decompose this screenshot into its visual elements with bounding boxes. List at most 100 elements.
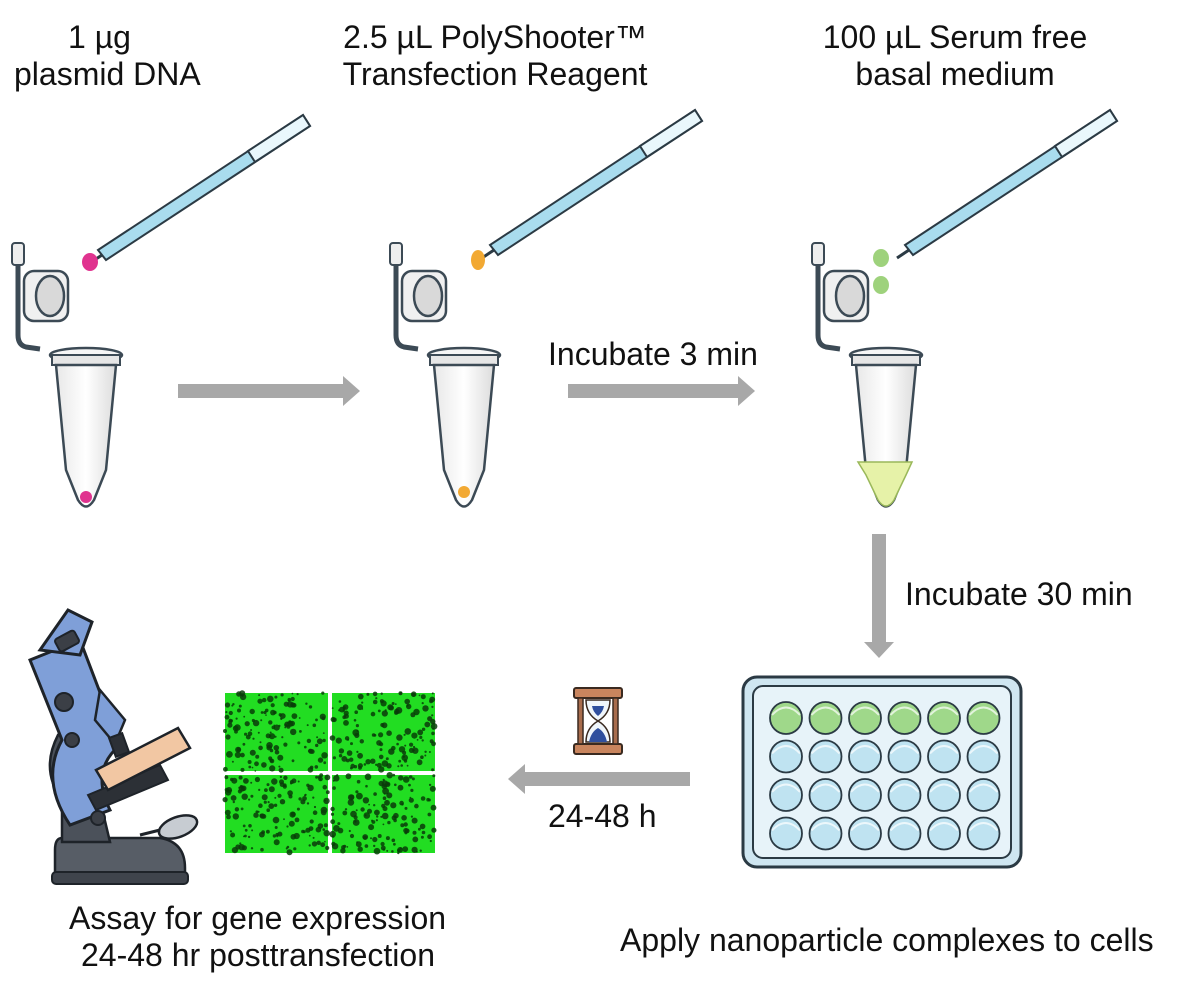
fluorescence-speckle — [378, 732, 384, 738]
fluorescence-speckle — [420, 796, 426, 801]
arrow-reagent-to-medium — [568, 376, 755, 406]
fluorescence-speckle — [286, 825, 289, 828]
plate-well-shine — [850, 783, 880, 793]
fluorescence-speckle — [342, 704, 349, 710]
medium-in-tube — [856, 461, 914, 507]
fluorescence-speckle — [372, 691, 378, 697]
plate-well-shine — [771, 706, 801, 716]
pipette-icon — [88, 113, 312, 265]
fluorescence-speckle — [285, 847, 288, 850]
fluorescence-speckle — [283, 818, 285, 821]
fluorescence-speckle — [320, 842, 326, 848]
fluorescence-speckle — [410, 691, 417, 697]
fluorescence-images — [222, 690, 438, 856]
plate-well-shine — [850, 745, 880, 755]
fluorescence-speckle — [240, 807, 244, 811]
fluorescence-speckle — [248, 824, 252, 828]
fluorescence-speckle — [236, 747, 242, 752]
fluorescence-speckle — [266, 829, 270, 834]
fluorescence-speckle — [375, 697, 378, 700]
fluorescence-speckle — [263, 800, 267, 804]
fluorescence-speckle — [388, 705, 394, 711]
fluorescence-speckle — [247, 835, 251, 839]
fluorescence-speckle — [266, 808, 271, 812]
fluorescence-speckle — [231, 760, 234, 763]
fluorescence-speckle — [376, 815, 379, 818]
fluorescence-speckle — [356, 779, 361, 784]
fluorescence-speckle — [341, 845, 346, 850]
medium-drop — [873, 249, 889, 267]
fluorescence-speckle — [245, 734, 251, 740]
fluorescence-speckle — [272, 834, 277, 838]
fluorescence-speckle — [248, 798, 251, 801]
incubate-short-label: Incubate 3 min — [548, 336, 758, 372]
fluorescence-speckle — [306, 724, 309, 727]
fluorescence-speckle — [293, 847, 297, 851]
fluorescence-speckle — [283, 742, 288, 747]
fluorescence-speckle — [308, 844, 311, 847]
fluorescence-speckle — [250, 794, 254, 798]
fluorescence-speckle — [404, 806, 408, 810]
fluorescence-speckle — [290, 696, 295, 702]
fluorescence-speckle — [287, 699, 290, 702]
fluorescence-speckle — [370, 837, 372, 840]
fluorescence-speckle — [224, 775, 229, 780]
fluorescence-speckle — [243, 715, 246, 718]
fluorescence-speckle — [237, 708, 241, 713]
fluorescence-speckle — [230, 795, 237, 801]
fluorescence-speckle — [247, 760, 252, 764]
fluorescence-speckle — [416, 739, 419, 741]
fluorescence-speckle — [274, 749, 280, 755]
arrow-plate-to-assay — [508, 764, 690, 794]
fluorescence-speckle — [394, 703, 397, 705]
fluorescence-speckle — [391, 745, 396, 751]
fluorescence-speckle — [305, 702, 308, 705]
fluorescence-speckle — [342, 810, 348, 816]
fluorescence-speckle — [269, 735, 272, 737]
fluorescence-speckle — [241, 793, 248, 800]
fluorescence-speckle — [363, 812, 371, 819]
fluorescence-speckle — [224, 787, 229, 792]
dna-label: 1 µg plasmid DNA — [10, 19, 210, 93]
dna-drop — [82, 253, 98, 271]
fluorescence-speckle — [298, 717, 301, 719]
fluorescence-speckle — [305, 827, 311, 833]
fluorescence-speckle — [391, 815, 397, 821]
fluorescence-speckle — [431, 705, 434, 709]
fluorescence-speckle — [244, 721, 250, 727]
fluorescence-speckle — [401, 754, 409, 761]
dna-in-tube — [80, 491, 92, 503]
fluorescence-speckle — [370, 758, 376, 764]
fluorescence-speckle — [379, 748, 383, 752]
fluorescence-speckle — [372, 699, 378, 705]
fluorescence-speckle — [373, 847, 381, 855]
fluorescence-speckle — [414, 803, 419, 809]
duration-label: 24-48 h — [548, 798, 657, 834]
fluorescence-speckle — [379, 699, 384, 704]
fluorescence-speckle — [313, 805, 317, 809]
fluorescence-speckle — [348, 829, 351, 833]
fluorescence-speckle — [329, 735, 336, 741]
fluorescence-speckle — [365, 759, 371, 765]
fluorescence-speckle — [265, 714, 267, 716]
fluorescence-speckle — [397, 851, 400, 855]
fluorescence-speckle — [309, 765, 314, 770]
fluorescence-speckle — [283, 775, 288, 780]
fluorescence-speckle — [291, 692, 294, 695]
fluorescence-speckle — [354, 820, 357, 823]
fluorescence-speckle — [421, 727, 426, 731]
fluorescence-speckle — [427, 716, 433, 722]
fluorescence-speckle — [261, 762, 267, 768]
plate-well-shine — [810, 745, 841, 755]
fluorescence-speckle — [258, 803, 263, 808]
fluorescence-speckle — [231, 847, 238, 854]
fluorescence-speckle — [355, 724, 359, 728]
fluorescence-speckle — [430, 804, 437, 811]
fluorescence-speckle — [384, 799, 390, 806]
fluorescence-speckle — [277, 793, 282, 798]
fluorescence-speckle — [426, 797, 430, 802]
fluorescence-speckle — [225, 711, 228, 714]
fluorescence-speckle — [312, 836, 315, 839]
fluorescence-speckle — [395, 707, 403, 714]
fluorescence-speckle — [254, 770, 257, 772]
